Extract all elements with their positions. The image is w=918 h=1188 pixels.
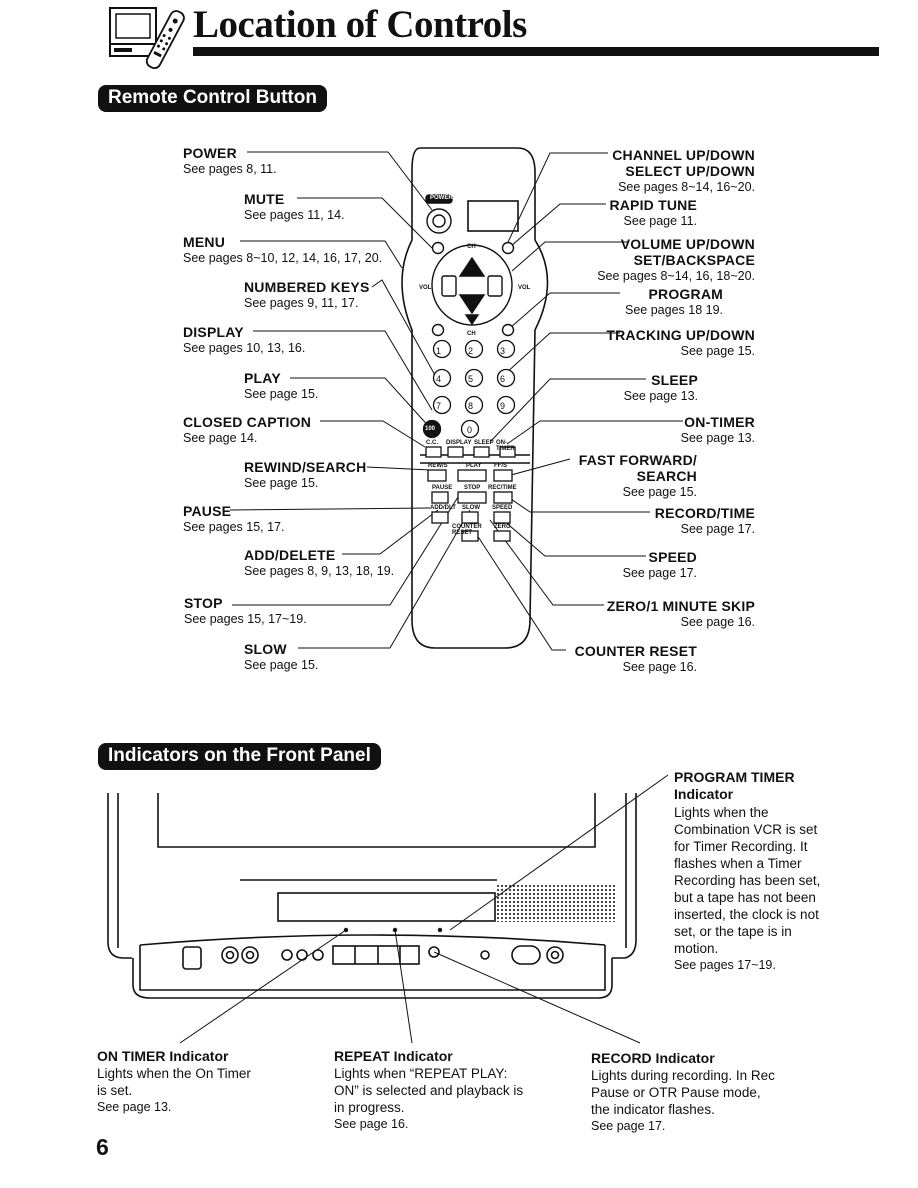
sleep-key-label: SLEEP — [474, 440, 494, 446]
vol-key-label: VOL — [419, 285, 432, 291]
remote-outline — [401, 147, 549, 649]
digit-1: 1 — [436, 346, 442, 356]
slow-key-label: SLOW — [462, 505, 480, 511]
vol-key-label-right: VOL — [518, 285, 531, 291]
tv-remote-icon — [109, 7, 185, 70]
title-rule — [193, 47, 879, 56]
digit-5: 5 — [468, 374, 474, 384]
digit-8: 8 — [468, 401, 474, 411]
digit-2: 2 — [468, 346, 474, 356]
rew-key-label: REW/S — [428, 463, 448, 469]
digit-100: 100 — [425, 426, 436, 432]
digit-7: 7 — [436, 401, 442, 411]
digit-9: 9 — [500, 401, 506, 411]
digit-4: 4 — [436, 374, 442, 384]
rectime-key-label: REC/TIME — [488, 485, 517, 491]
digit-0: 0 — [467, 425, 473, 435]
ff-key-label: FF/S — [494, 463, 507, 469]
speed-key-label: SPEED — [492, 505, 513, 511]
display-key-label: DISPLAY — [446, 440, 472, 446]
speaker-grille — [497, 884, 615, 922]
record-indicator: RECORD Indicator Lights during recording… — [591, 1050, 775, 1133]
ch-key-label: CH — [467, 244, 476, 250]
digit-6: 6 — [500, 374, 506, 384]
header-icon — [104, 2, 188, 74]
front-panel-outline — [107, 793, 637, 999]
panel-leaders — [179, 774, 669, 1044]
power-key-label: POWER — [430, 195, 453, 201]
pause-key-label: PAUSE — [432, 485, 453, 491]
counter-reset-key-label: COUNTER RESET — [452, 524, 482, 536]
on-timer-indicator: ON TIMER Indicator Lights when the On Ti… — [97, 1048, 251, 1114]
ch-key-label-bottom: CH — [467, 331, 476, 337]
play-key-label: PLAY — [466, 463, 482, 469]
stop-key-label: STOP — [464, 485, 481, 491]
page-number: 6 — [96, 1134, 109, 1160]
section-header-remote: Remote Control Button — [98, 85, 327, 112]
digit-3: 3 — [500, 346, 506, 356]
page-title: Location of Controls — [193, 3, 527, 46]
repeat-indicator: REPEAT Indicator Lights when “REPEAT PLA… — [334, 1048, 524, 1131]
ontimer-key-label: ON-TIMER — [496, 440, 515, 452]
zero-key-label: ZERO — [494, 524, 511, 530]
cc-key-label: C.C. — [426, 440, 438, 446]
adddlt-key-label: ADD/DLT — [430, 505, 456, 511]
section-header-panel: Indicators on the Front Panel — [98, 743, 381, 770]
program-timer-indicator: PROGRAM TIMER Indicator Lights when the … — [674, 769, 821, 972]
